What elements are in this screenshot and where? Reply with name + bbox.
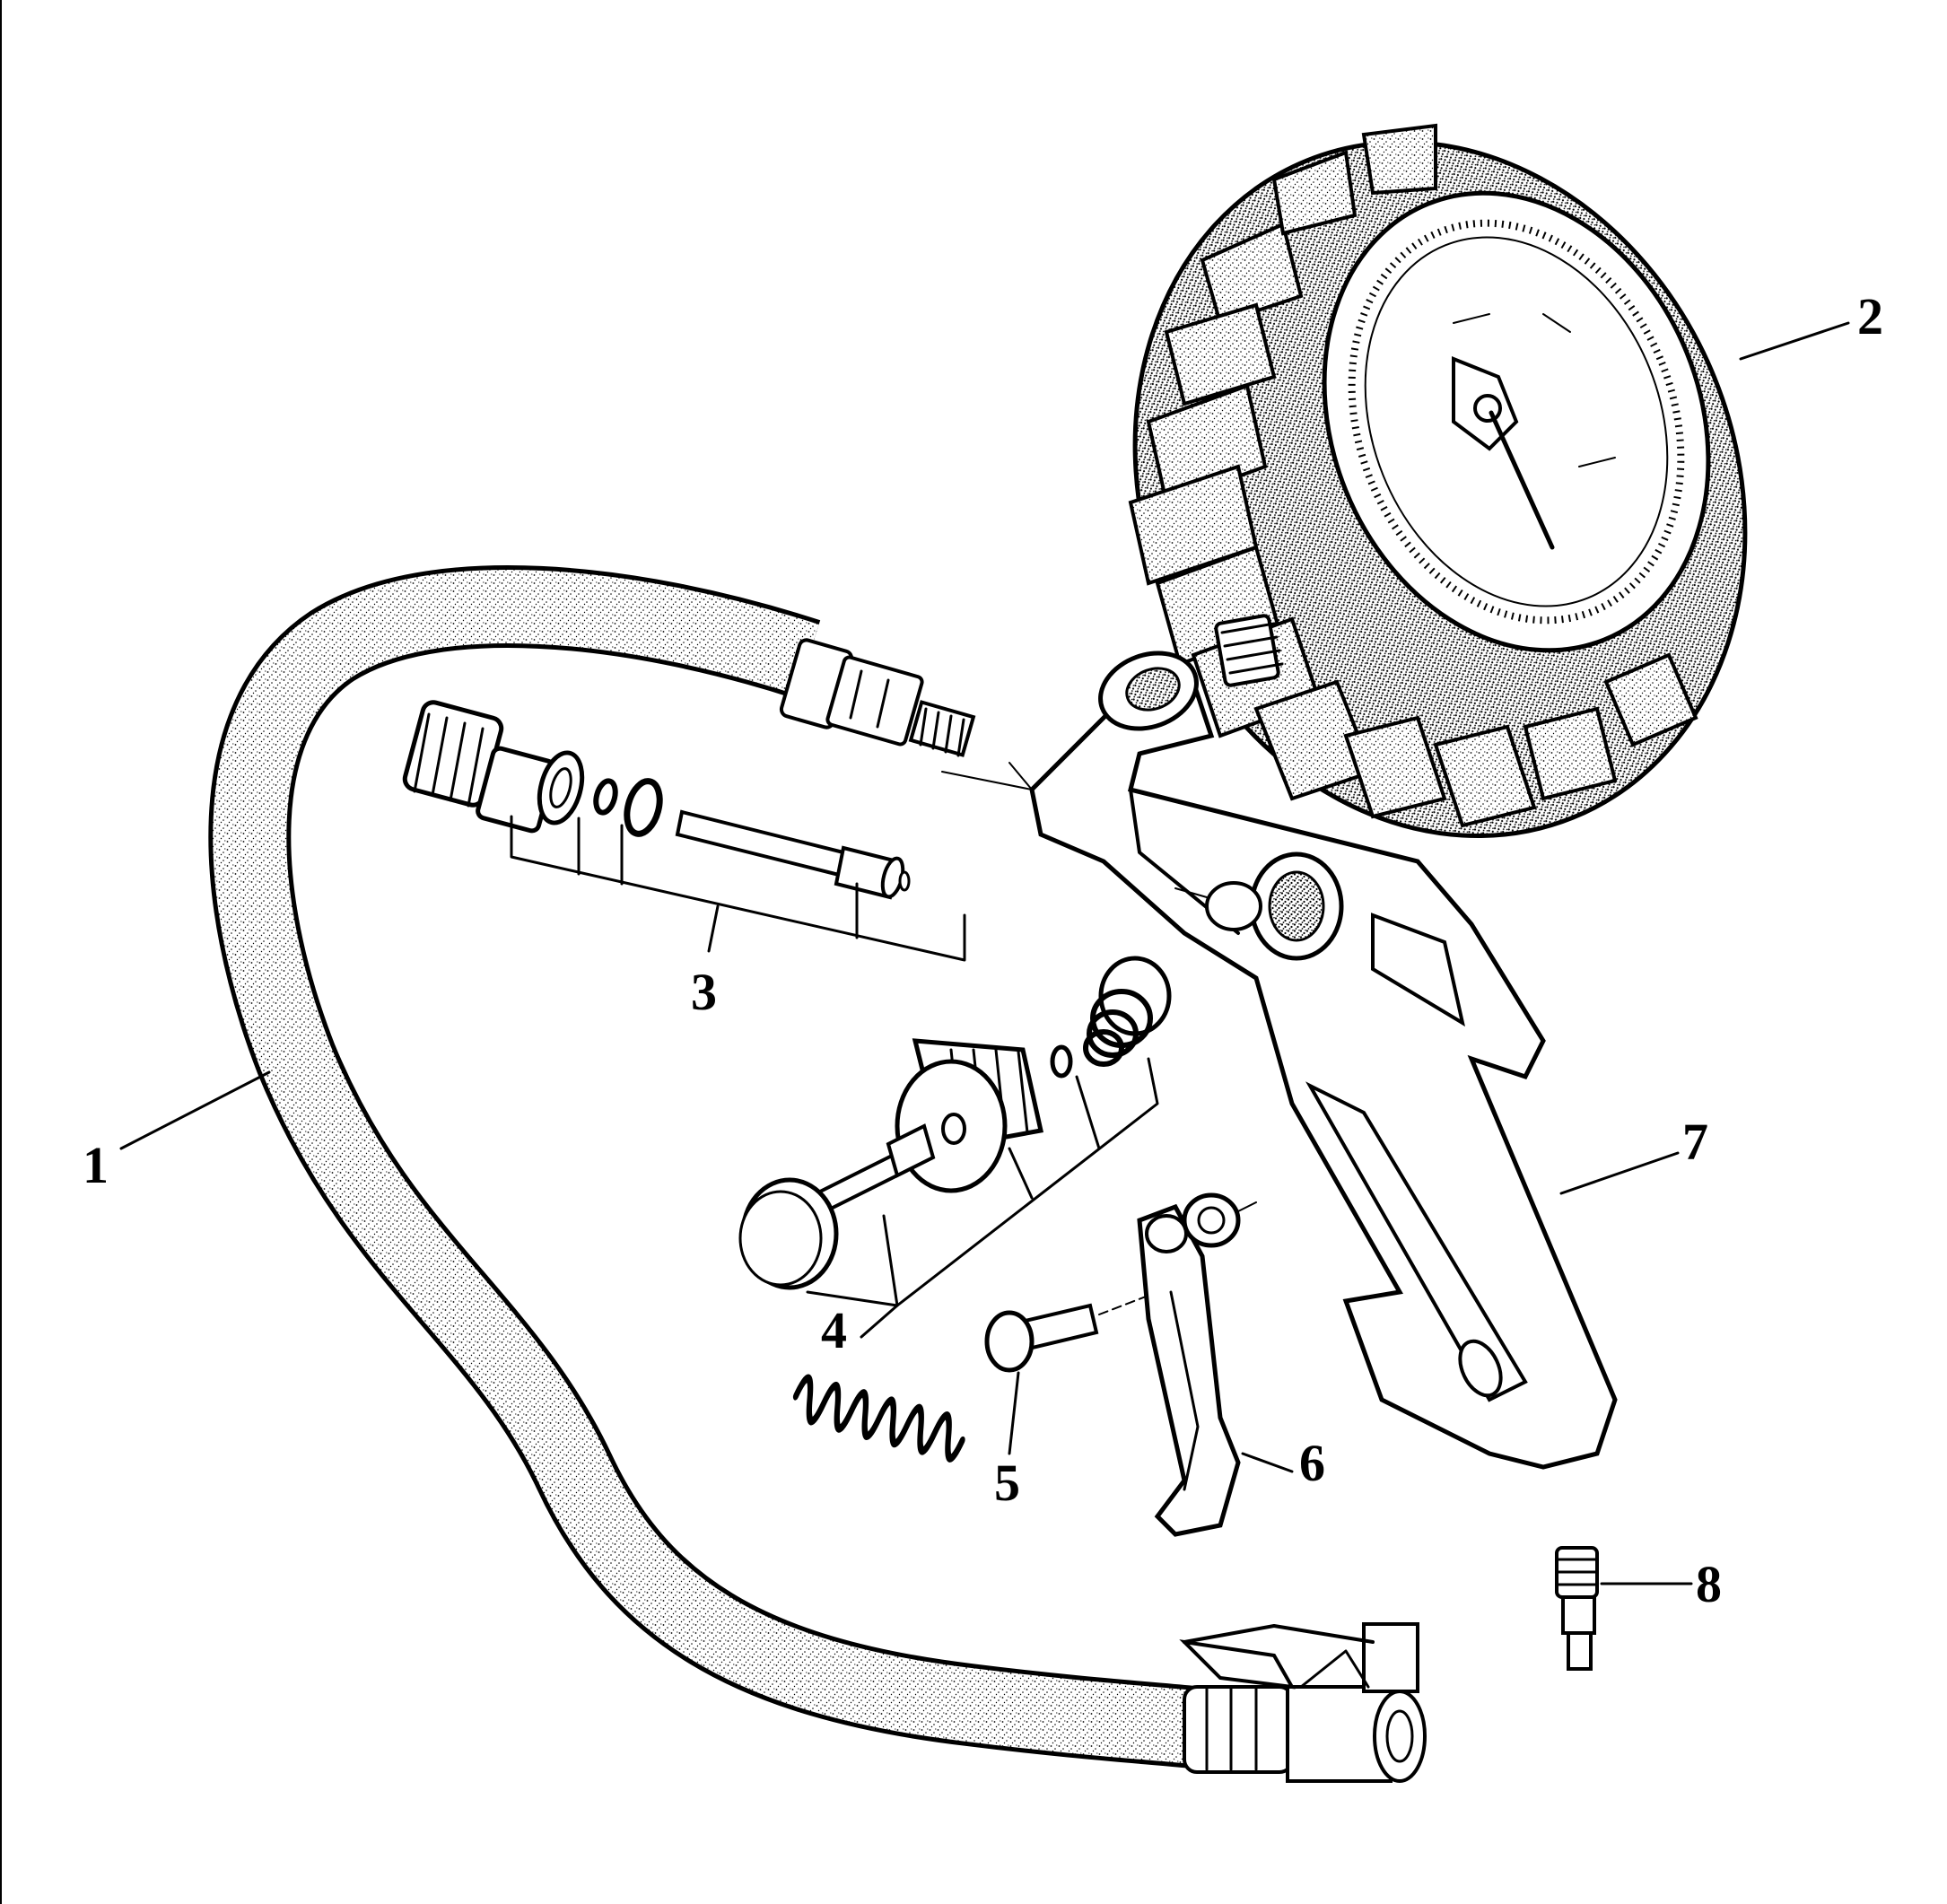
leader-7 <box>1559 1151 1680 1195</box>
valve-nut <box>402 700 585 834</box>
callout-7: 7 <box>1682 1113 1708 1171</box>
push-valve-pin <box>738 1123 936 1290</box>
o-ring-large <box>624 778 663 837</box>
leader-1 <box>119 1070 271 1150</box>
leader-2 <box>1739 321 1850 361</box>
valve-group-4 <box>738 956 1172 1339</box>
gun-pivot-hole <box>1205 881 1262 931</box>
hose-body <box>213 570 1198 1764</box>
callout-2: 2 <box>1857 287 1883 345</box>
gun-body-outline <box>1029 679 1618 1470</box>
valve-spring <box>792 1374 965 1463</box>
valve-group-3 <box>402 700 966 1463</box>
bracket-3 <box>510 815 966 962</box>
o-ring-tiny <box>1050 1044 1073 1079</box>
valve-stem <box>675 809 911 900</box>
gauge-threaded-stem <box>1214 614 1284 687</box>
callout-3: 3 <box>691 963 717 1021</box>
o-ring-small <box>593 778 618 816</box>
gauge-dial-scale <box>1348 219 1685 624</box>
hose-assembly <box>208 565 1427 1783</box>
gun-body <box>941 651 1618 1470</box>
gun-grip-slot <box>1305 1081 1528 1402</box>
callout-6: 6 <box>1299 1434 1325 1492</box>
small-spring <box>1083 956 1172 1067</box>
callout-1: 1 <box>83 1136 109 1194</box>
hose-nipple <box>1555 1546 1693 1671</box>
callout-5: 5 <box>994 1454 1020 1512</box>
bracket-4 <box>806 1057 1159 1307</box>
callout-4: 4 <box>821 1301 847 1359</box>
pressure-gauge <box>1128 123 1748 839</box>
gauge-boot-fins <box>1128 123 1698 828</box>
tyre-chuck <box>1179 1622 1427 1783</box>
gun-grip-hole <box>1458 1339 1503 1398</box>
pivot-pin <box>984 1291 1158 1455</box>
hose-top-fitting <box>779 638 976 757</box>
gauge-needle <box>1489 410 1555 550</box>
callout-8: 8 <box>1696 1555 1722 1613</box>
gun-triangle-cutout <box>1371 913 1465 1027</box>
trigger-lever <box>1137 1192 1294 1537</box>
